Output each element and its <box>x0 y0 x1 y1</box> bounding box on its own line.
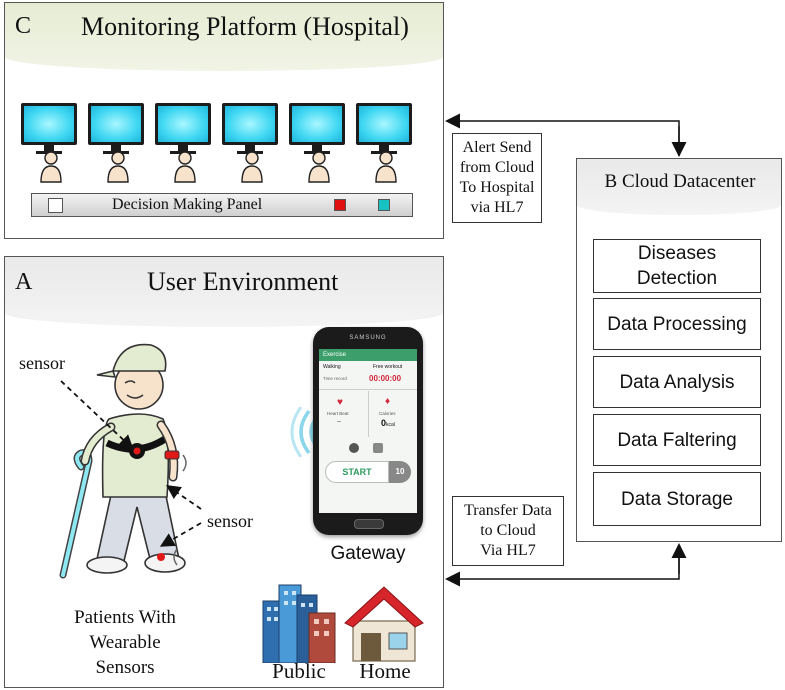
cloud-datacenter-panel: B Cloud Datacenter Diseases Detection Da… <box>576 158 782 542</box>
operator-icon <box>174 151 196 183</box>
user-environment-title: User Environment <box>147 267 339 296</box>
phone-lock-icon[interactable] <box>349 443 359 453</box>
operator-icon <box>40 151 62 183</box>
monitor-icon <box>222 103 278 145</box>
gateway-label: Gateway <box>330 543 406 564</box>
phone-heart-value: -- <box>337 419 341 425</box>
operator-icon <box>107 151 129 183</box>
user-environment-panel: A User Environment sen <box>4 256 444 688</box>
monitoring-platform-panel: C Monitoring Platform (Hospital) Decisio… <box>4 2 444 239</box>
module-label: Detection <box>636 268 718 289</box>
phone-screen: Exercise Walking Free workout Time recor… <box>319 349 417 513</box>
patients-caption-line: Patients With <box>74 607 176 628</box>
panel-white-button <box>48 198 63 213</box>
decision-making-panel: Decision Making Panel <box>31 193 413 217</box>
user-environment-header <box>5 257 443 327</box>
transfer-callout-line: Via HL7 <box>480 542 536 559</box>
module-data-faltering: Data Faltering <box>593 414 761 466</box>
monitor-icon <box>88 103 144 145</box>
operator-icon <box>241 151 263 183</box>
smartphone-gateway: SAMSUNG Exercise Walking Free workout Ti… <box>313 327 423 535</box>
phone-brand: SAMSUNG <box>349 335 387 341</box>
phone-calorie-unit: kcal <box>386 422 395 428</box>
public-buildings-icon <box>262 584 336 663</box>
sensor-label-limb: sensor <box>207 511 253 531</box>
phone-count: 10 <box>389 461 411 483</box>
transfer-callout: Transfer Data to Cloud Via HL7 <box>452 496 564 566</box>
panel-c-letter: C <box>15 13 32 39</box>
home-icon <box>344 586 424 662</box>
phone-sound-icon[interactable] <box>373 443 383 453</box>
patients-caption-line: Sensors <box>95 657 155 678</box>
phone-app-bar: Exercise <box>319 349 417 361</box>
module-label: Data Analysis <box>619 371 735 393</box>
patient-illustration <box>59 343 187 579</box>
module-label: Diseases <box>637 243 717 264</box>
phone-count-value: 10 <box>395 467 405 476</box>
alert-callout-line: To Hospital <box>459 179 535 196</box>
transfer-callout-line: Transfer Data <box>464 502 552 519</box>
heart-icon: ♥ <box>337 397 343 408</box>
panel-red-button <box>334 199 346 211</box>
flame-icon: ♦ <box>385 396 391 407</box>
phone-mode-right: Free workout <box>373 364 403 370</box>
monitoring-platform-title: Monitoring Platform (Hospital) <box>81 12 409 41</box>
monitor-icon <box>356 103 412 145</box>
panel-teal-button <box>378 199 390 211</box>
phone-timer: 00:00:00 <box>369 374 402 383</box>
phone-start-label: START <box>342 467 372 477</box>
monitor-icon <box>289 103 345 145</box>
cloud-datacenter-title: B Cloud Datacenter <box>604 171 756 192</box>
transfer-callout-line: to Cloud <box>480 522 536 539</box>
operator-icons <box>40 151 397 183</box>
phone-app-title: Exercise <box>323 352 347 358</box>
public-label: Public <box>272 659 326 683</box>
phone-home-button[interactable] <box>354 519 384 529</box>
home-label: Home <box>359 659 411 683</box>
patients-caption-line: Wearable <box>89 632 161 653</box>
monitor-icon <box>21 103 77 145</box>
operator-icon <box>375 151 397 183</box>
alert-callout-line: Alert Send <box>462 139 532 156</box>
phone-heart-label: Heart Beat <box>327 411 349 416</box>
panel-a-letter: A <box>15 269 33 295</box>
phone-calorie-label: Calories <box>379 411 396 416</box>
alert-callout: Alert Send from Cloud To Hospital via HL… <box>452 133 542 223</box>
module-label: Data Processing <box>607 313 747 335</box>
module-data-storage: Data Storage <box>593 472 761 526</box>
cloud-datacenter-header <box>577 159 781 215</box>
alert-callout-line: via HL7 <box>470 199 524 216</box>
alert-callout-line: from Cloud <box>459 159 535 176</box>
patients-caption: Patients With Wearable Sensors <box>35 605 215 680</box>
phone-calorie-number: 0 <box>381 418 387 428</box>
module-label: Data Storage <box>621 488 733 510</box>
phone-mode-left: Walking <box>323 364 341 370</box>
phone-calorie-value: 0kcal <box>381 418 395 428</box>
phone-start-button[interactable]: START <box>325 461 389 483</box>
operator-icon <box>308 151 330 183</box>
sensor-label-chest: sensor <box>19 353 65 373</box>
phone-row-label: Time record <box>323 376 347 381</box>
monitor-icon <box>155 103 211 145</box>
decision-panel-label: Decision Making Panel <box>112 196 263 213</box>
module-label: Data Faltering <box>617 429 737 451</box>
module-data-analysis: Data Analysis <box>593 356 761 408</box>
module-diseases-detection: Diseases Detection <box>593 239 761 293</box>
module-data-processing: Data Processing <box>593 298 761 350</box>
monitoring-platform-header <box>5 3 443 71</box>
